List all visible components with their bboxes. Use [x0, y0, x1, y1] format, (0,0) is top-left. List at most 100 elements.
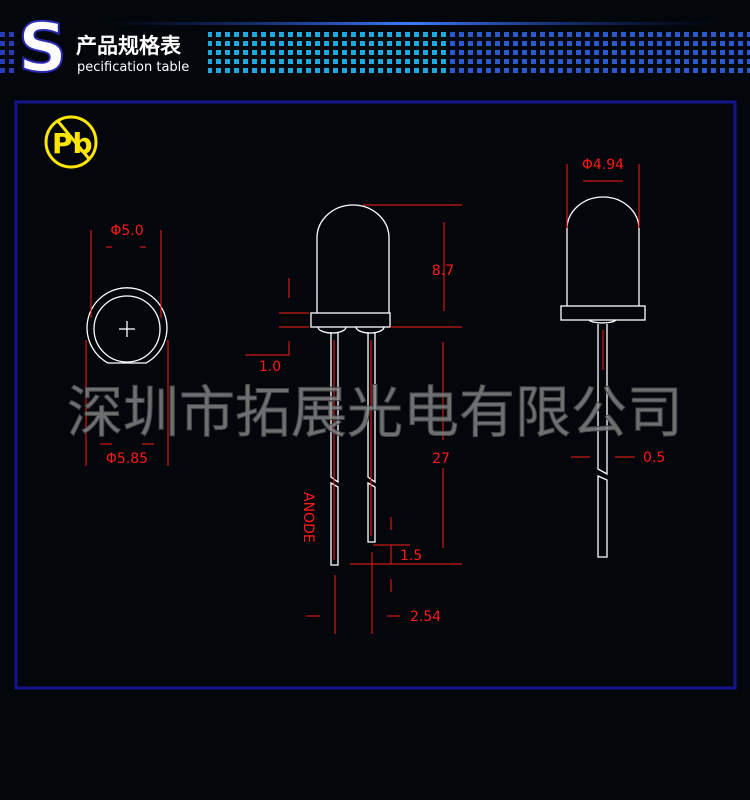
grid-dot	[684, 41, 689, 46]
grid-dot	[711, 32, 716, 37]
grid-dot	[252, 68, 257, 73]
grid-dot	[216, 59, 221, 64]
grid-dot	[747, 59, 750, 64]
grid-dot	[729, 59, 734, 64]
grid-dot	[369, 41, 374, 46]
grid-dot	[378, 32, 383, 37]
grid-dot	[360, 32, 365, 37]
grid-dot	[576, 50, 581, 55]
grid-dot	[0, 32, 5, 37]
grid-dot	[333, 50, 338, 55]
dim-flange-diameter: Φ5.85	[106, 451, 148, 467]
grid-dot	[738, 41, 743, 46]
grid-dot	[630, 32, 635, 37]
company-watermark: 深圳市拓展光电有限公司	[67, 381, 683, 446]
grid-dot	[459, 32, 464, 37]
grid-dot	[270, 50, 275, 55]
grid-dot	[243, 59, 248, 64]
grid-dot	[558, 59, 563, 64]
grid-dot	[450, 50, 455, 55]
grid-dot	[396, 59, 401, 64]
grid-dot	[306, 59, 311, 64]
grid-dot	[423, 59, 428, 64]
grid-dot	[729, 68, 734, 73]
grid-dot	[288, 68, 293, 73]
grid-dot	[261, 32, 266, 37]
grid-dot	[693, 32, 698, 37]
grid-dot	[297, 32, 302, 37]
grid-dot	[684, 68, 689, 73]
grid-dot	[585, 41, 590, 46]
grid-dot	[369, 50, 374, 55]
grid-dot	[567, 68, 572, 73]
header-title-cn: 产品规格表	[76, 34, 182, 58]
grid-dot	[621, 32, 626, 37]
grid-dot	[675, 68, 680, 73]
grid-dot	[297, 41, 302, 46]
grid-dot	[387, 41, 392, 46]
grid-dot	[252, 32, 257, 37]
grid-dot	[639, 32, 644, 37]
grid-dot	[288, 50, 293, 55]
grid-dot	[684, 59, 689, 64]
grid-dot	[621, 68, 626, 73]
grid-dot	[225, 41, 230, 46]
grid-dot	[630, 59, 635, 64]
logo-letter-s: S	[18, 9, 67, 88]
side-view: 8.7 1.0 27 1.5 2.54 ANODE	[245, 204, 462, 634]
grid-dot	[396, 68, 401, 73]
grid-dot	[396, 32, 401, 37]
grid-dot	[747, 68, 750, 73]
grid-dot	[648, 50, 653, 55]
dim-pitch: 2.54	[410, 609, 441, 625]
grid-dot	[576, 41, 581, 46]
grid-dot	[0, 68, 5, 73]
grid-dot	[702, 41, 707, 46]
dim-line	[245, 341, 290, 356]
grid-dot	[657, 68, 662, 73]
grid-dot	[297, 68, 302, 73]
header-banner: S 产品规格表 pecification table	[0, 8, 750, 89]
grid-dot	[342, 59, 347, 64]
grid-dot	[360, 68, 365, 73]
grid-dot	[396, 50, 401, 55]
grid-dot	[378, 68, 383, 73]
grid-dot	[324, 41, 329, 46]
grid-dot	[315, 41, 320, 46]
grid-dot	[594, 59, 599, 64]
grid-dot	[378, 50, 383, 55]
grid-dot	[558, 50, 563, 55]
grid-dot	[738, 59, 743, 64]
grid-dot	[711, 68, 716, 73]
grid-dot	[297, 59, 302, 64]
grid-dot	[495, 32, 500, 37]
grid-dot	[504, 41, 509, 46]
grid-dot	[549, 50, 554, 55]
grid-dot	[684, 32, 689, 37]
grid-dot	[666, 68, 671, 73]
grid-dot	[360, 50, 365, 55]
strike-line-icon	[55, 119, 92, 161]
lead-free-badge: Pb	[44, 115, 98, 169]
grid-dot	[459, 50, 464, 55]
grid-dot	[468, 50, 473, 55]
grid-dot	[432, 32, 437, 37]
grid-dot	[675, 50, 680, 55]
grid-dot	[612, 32, 617, 37]
grid-dot	[486, 32, 491, 37]
grid-dot	[441, 68, 446, 73]
grid-dot	[657, 32, 662, 37]
grid-dot	[603, 41, 608, 46]
grid-dot	[468, 41, 473, 46]
grid-dot	[603, 68, 608, 73]
grid-dot	[333, 32, 338, 37]
grid-dot	[567, 41, 572, 46]
grid-dot	[702, 32, 707, 37]
grid-dot	[423, 68, 428, 73]
grid-dot	[324, 32, 329, 37]
dim-flange: 1.0	[259, 359, 281, 375]
grid-dot	[504, 32, 509, 37]
grid-dot	[468, 68, 473, 73]
grid-dot	[342, 41, 347, 46]
grid-dot	[693, 41, 698, 46]
